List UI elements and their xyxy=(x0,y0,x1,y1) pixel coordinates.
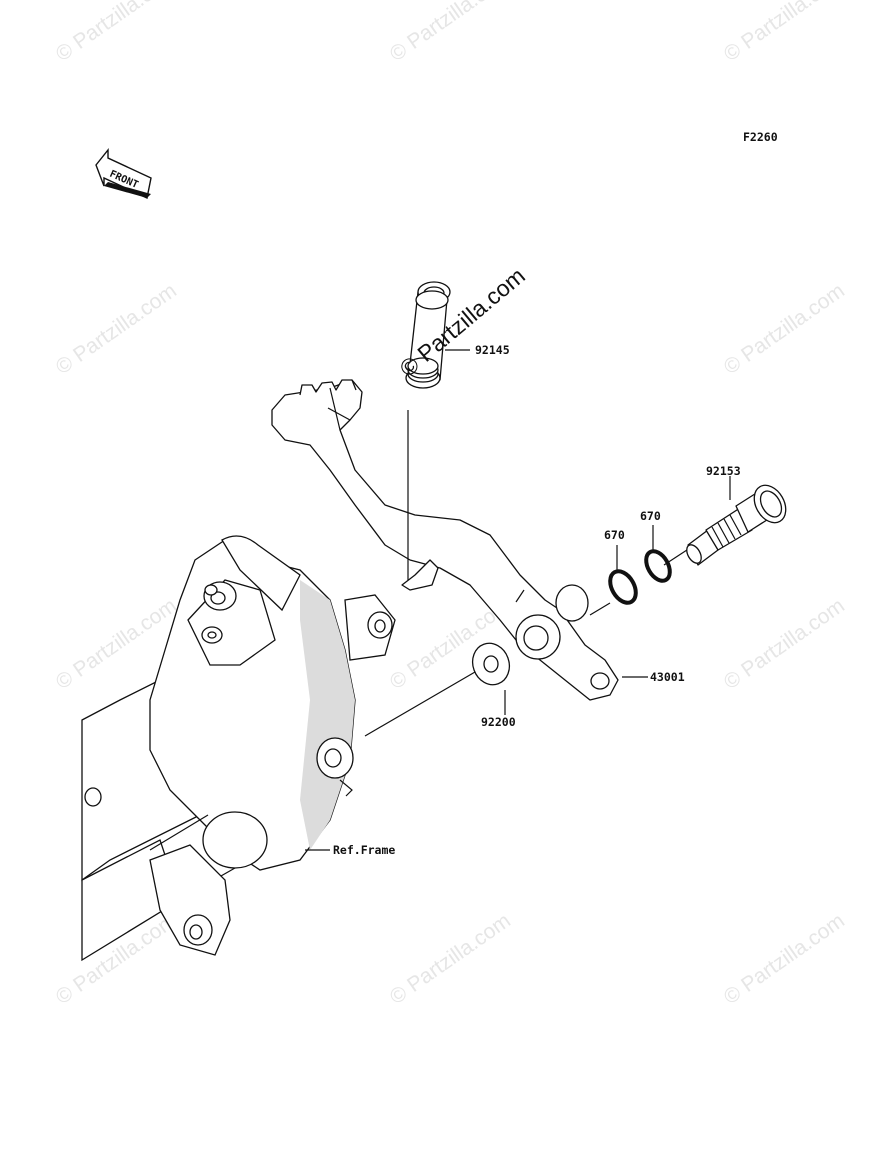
part-label-pivot-bolt: 92153 xyxy=(706,464,741,478)
watermark: © Partzilla.com xyxy=(52,279,181,379)
front-arrow-icon: FRONT xyxy=(95,148,152,200)
watermark: © Partzilla.com xyxy=(720,909,849,1009)
washer-part xyxy=(471,642,511,686)
o-ring-part xyxy=(608,569,638,605)
watermark: © Partzilla.com xyxy=(720,594,849,694)
o-ring-part xyxy=(644,549,672,583)
part-label-spring: 92145 xyxy=(475,343,510,357)
frame-reference-label: Ref.Frame xyxy=(333,843,395,857)
part-label-o-ring-2: 670 xyxy=(640,509,661,523)
brake-pedal xyxy=(271,379,619,701)
watermark: © Partzilla.com xyxy=(720,0,849,66)
watermark: © Partzilla.com xyxy=(52,0,181,66)
figure-code: F2260 xyxy=(743,130,778,144)
part-label-o-ring-1: 670 xyxy=(604,528,625,542)
pivot-bolt-part xyxy=(686,484,787,566)
watermark: © Partzilla.com xyxy=(386,0,515,66)
part-label-washer: 92200 xyxy=(481,715,516,729)
return-spring xyxy=(405,281,451,389)
watermark: © Partzilla.com xyxy=(386,909,515,1009)
frame-assembly xyxy=(81,535,396,962)
part-label-pedal: 43001 xyxy=(650,670,685,684)
watermark: © Partzilla.com xyxy=(720,279,849,379)
